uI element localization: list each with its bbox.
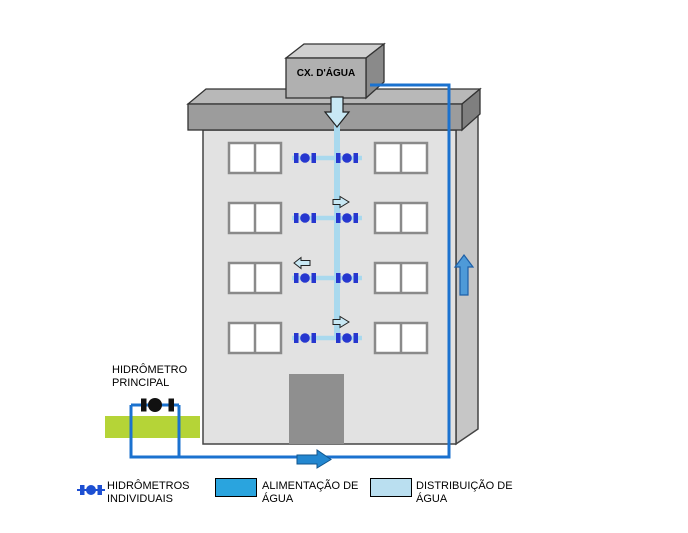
- tank-front: [285, 57, 367, 99]
- individual-meter-icon: [336, 333, 358, 343]
- down-arrow-icon: [323, 96, 351, 128]
- up-arrow-icon: [453, 254, 475, 296]
- window: [373, 141, 429, 175]
- window: [227, 141, 283, 175]
- door: [289, 374, 344, 444]
- distribution-branches: [292, 155, 362, 341]
- flow-arrow-left-icon: [293, 256, 311, 270]
- legend-label-distribution: DISTRIBUIÇÃO DE ÁGUA: [416, 480, 513, 505]
- individual-meter-icon: [294, 333, 316, 343]
- individual-meter-icon: [294, 273, 316, 283]
- window: [227, 321, 283, 355]
- grass-strip: [105, 416, 200, 438]
- window: [373, 321, 429, 355]
- main-meter-label: HIDRÔMETRO PRINCIPAL: [112, 364, 188, 389]
- arrows: [293, 96, 475, 469]
- legend-label-individual-meters: HIDRÔMETROS INDIVIDUAIS: [107, 480, 190, 505]
- water-tank-label: CX. D'ÁGUA: [296, 68, 356, 79]
- individual-meter-legend-icon: [77, 485, 105, 495]
- main-meter-icon: [141, 398, 174, 412]
- individual-meter-icon: [336, 213, 358, 223]
- individual-meter-icon: [294, 213, 316, 223]
- roof-front: [187, 103, 463, 131]
- window: [227, 201, 283, 235]
- individual-meter-icon: [336, 273, 358, 283]
- flow-arrow-right-icon: [332, 195, 350, 209]
- legend-swatch-supply: [215, 478, 257, 497]
- individual-meter-icon: [294, 153, 316, 163]
- window: [373, 261, 429, 295]
- legend-swatch-distribution: [370, 478, 412, 497]
- flow-arrow-right-icon: [332, 315, 350, 329]
- individual-meter-icon: [336, 153, 358, 163]
- window: [373, 201, 429, 235]
- window: [227, 261, 283, 295]
- right-arrow-icon: [296, 449, 332, 469]
- legend-label-supply: ALIMENTAÇÃO DE ÁGUA: [262, 480, 359, 505]
